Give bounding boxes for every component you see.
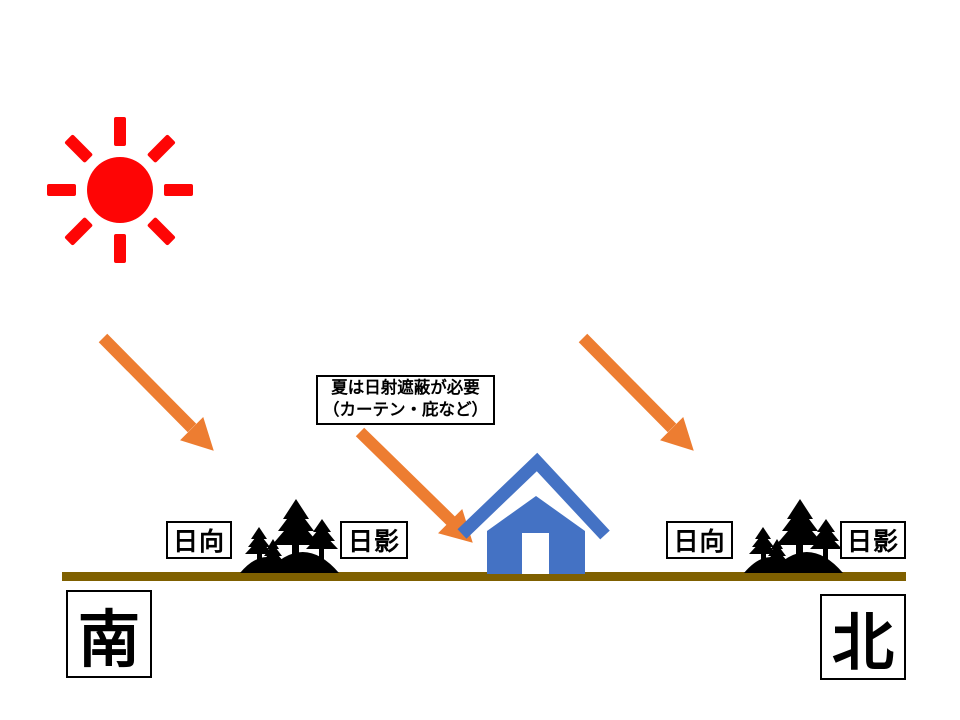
house-roof (457, 452, 610, 540)
zone-label-north-sunny: 日向 (666, 521, 733, 559)
annotation-line2: （カーテン・庇など） (323, 401, 488, 419)
house-door (522, 533, 549, 574)
ground-line (62, 572, 906, 581)
zone-label-north-shade: 日影 (840, 521, 906, 559)
trees-icon-south (240, 499, 339, 573)
sunlight-arrow-south (98, 333, 214, 451)
compass-label-north: 北 (820, 594, 906, 680)
annotation-line1: 夏は日射遮蔽が必要 (331, 379, 480, 398)
sun-icon (47, 117, 193, 263)
trees-icon-north (744, 499, 843, 573)
zone-label-south-shade: 日影 (340, 521, 408, 559)
compass-label-south: 南 (66, 590, 152, 678)
house-icon (457, 452, 610, 574)
annotation-box: 夏は日射遮蔽が必要 （カーテン・庇など） (316, 375, 495, 425)
sunlight-arrow-north (578, 333, 694, 451)
zone-label-south-sunny: 日向 (166, 521, 232, 559)
